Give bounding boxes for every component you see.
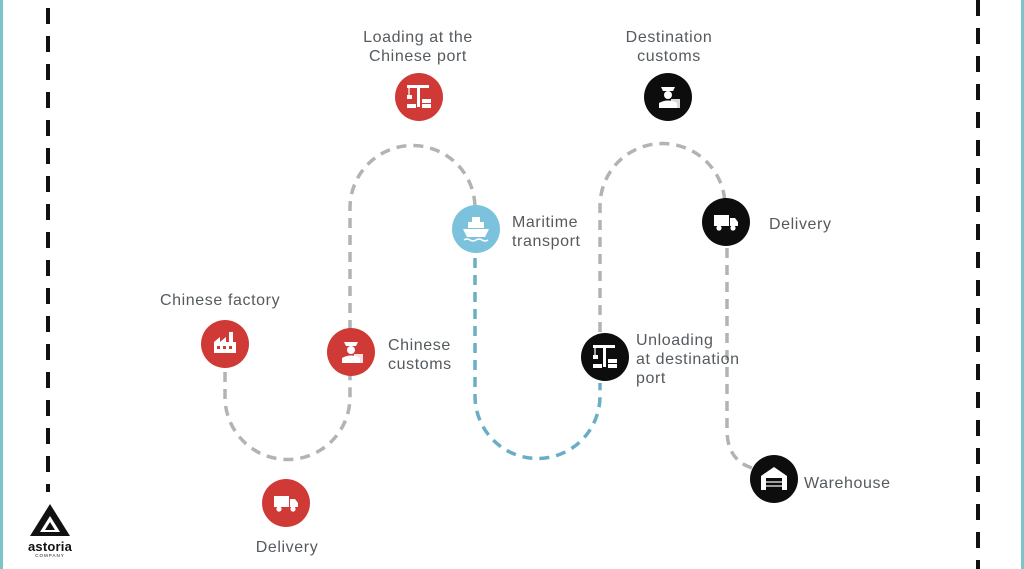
step-delivery-1 [262, 479, 310, 527]
route-segment-customs-to-port [348, 143, 477, 330]
label-chinese-customs: Chinese customs [388, 337, 452, 373]
truck-icon [274, 496, 298, 512]
label-warehouse: Warehouse [804, 475, 891, 492]
step-chinese-factory [201, 320, 249, 368]
route-segment-maritime [473, 258, 602, 461]
label-loading-chinese-port: Loading at the Chinese port [363, 29, 473, 65]
customs-officer-icon [342, 342, 363, 363]
label-unloading-destination-port: Unloading at destination port [636, 332, 740, 387]
step-warehouse [750, 455, 798, 503]
warehouse-icon [761, 467, 787, 490]
step-delivery-2 [702, 198, 750, 246]
route-segment-factory-to-customs [223, 372, 352, 462]
label-chinese-factory: Chinese factory [160, 292, 281, 309]
customs-officer-icon [659, 87, 680, 108]
ship-icon [463, 217, 489, 242]
route-segment-unloading-to-delivery [598, 141, 727, 332]
logo-name: astoria [27, 539, 73, 554]
label-maritime-transport: Maritime transport [512, 214, 581, 250]
step-destination-customs [644, 73, 692, 121]
left-frame-edge [0, 0, 3, 569]
route-segment-delivery-to-warehouse [725, 248, 753, 470]
truck-icon [714, 215, 738, 231]
label-delivery-1: Delivery [255, 539, 319, 556]
logo-mountain-icon [30, 504, 70, 536]
port-crane-icon [407, 85, 431, 108]
company-logo: astoria COMPANY [24, 502, 76, 562]
right-frame-edge [1021, 0, 1024, 569]
step-chinese-customs [327, 328, 375, 376]
port-crane-icon [593, 345, 617, 368]
label-delivery-2: Delivery [769, 216, 832, 233]
step-loading-chinese-port [395, 73, 443, 121]
logo-subtitle: COMPANY [35, 553, 65, 558]
step-maritime-transport [452, 205, 500, 253]
label-destination-customs: Destination customs [625, 29, 713, 65]
factory-icon [214, 332, 236, 353]
step-unloading-destination-port [581, 333, 629, 381]
